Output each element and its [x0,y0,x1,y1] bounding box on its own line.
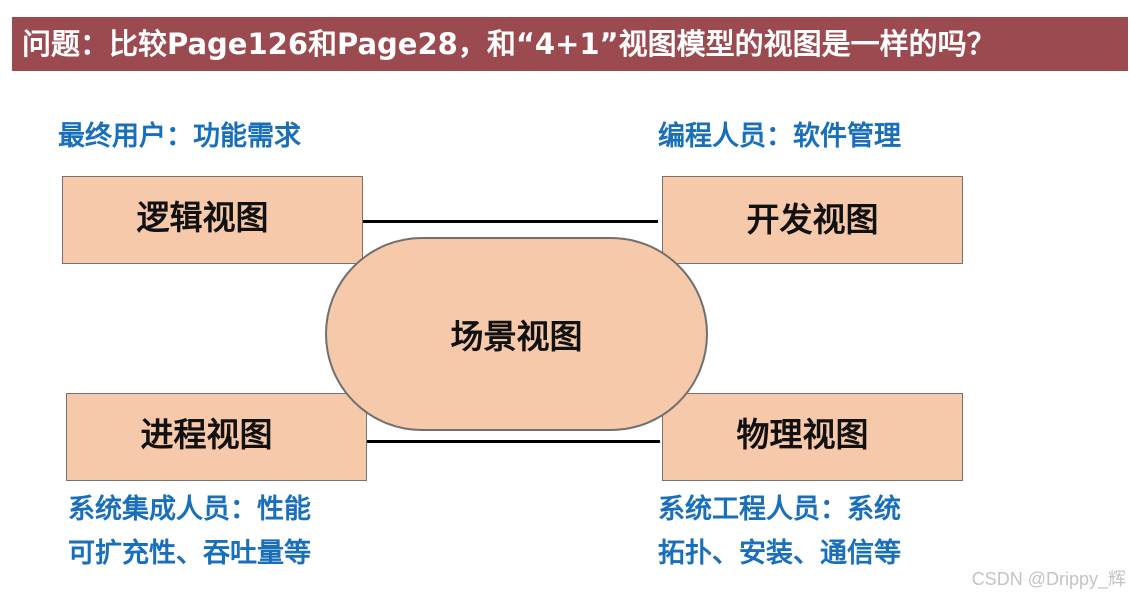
physical-view-box: 物理视图 [662,393,963,481]
scenario-view-oval: 场景视图 [325,237,708,431]
question-title-bar: 问题：比较Page126和Page28，和“4+1”视图模型的视图是一样的吗？ [12,17,1128,71]
logical-view-label: 逻辑视图 [136,198,269,237]
process-view-role-line-2: 可扩充性、吞吐量等 [68,538,311,569]
process-view-box: 进程视图 [66,393,367,481]
connector-bottom [366,440,660,443]
process-view-label: 进程视图 [140,415,273,454]
physical-view-role-line-2: 拓扑、安装、通信等 [658,538,901,569]
development-view-role-label: 编程人员：软件管理 [658,121,901,152]
physical-view-label: 物理视图 [736,415,869,454]
process-view-role-line-1: 系统集成人员：性能 [68,494,311,525]
physical-view-role-line-1: 系统工程人员：系统 [658,494,901,525]
connector-top [362,220,658,223]
watermark: CSDN @Drippy_辉 [971,569,1126,589]
scenario-view-label: 场景视图 [450,317,583,356]
logical-view-role-label: 最终用户：功能需求 [58,121,301,152]
development-view-box: 开发视图 [662,176,963,264]
development-view-label: 开发视图 [746,200,879,239]
logical-view-box: 逻辑视图 [62,176,363,264]
